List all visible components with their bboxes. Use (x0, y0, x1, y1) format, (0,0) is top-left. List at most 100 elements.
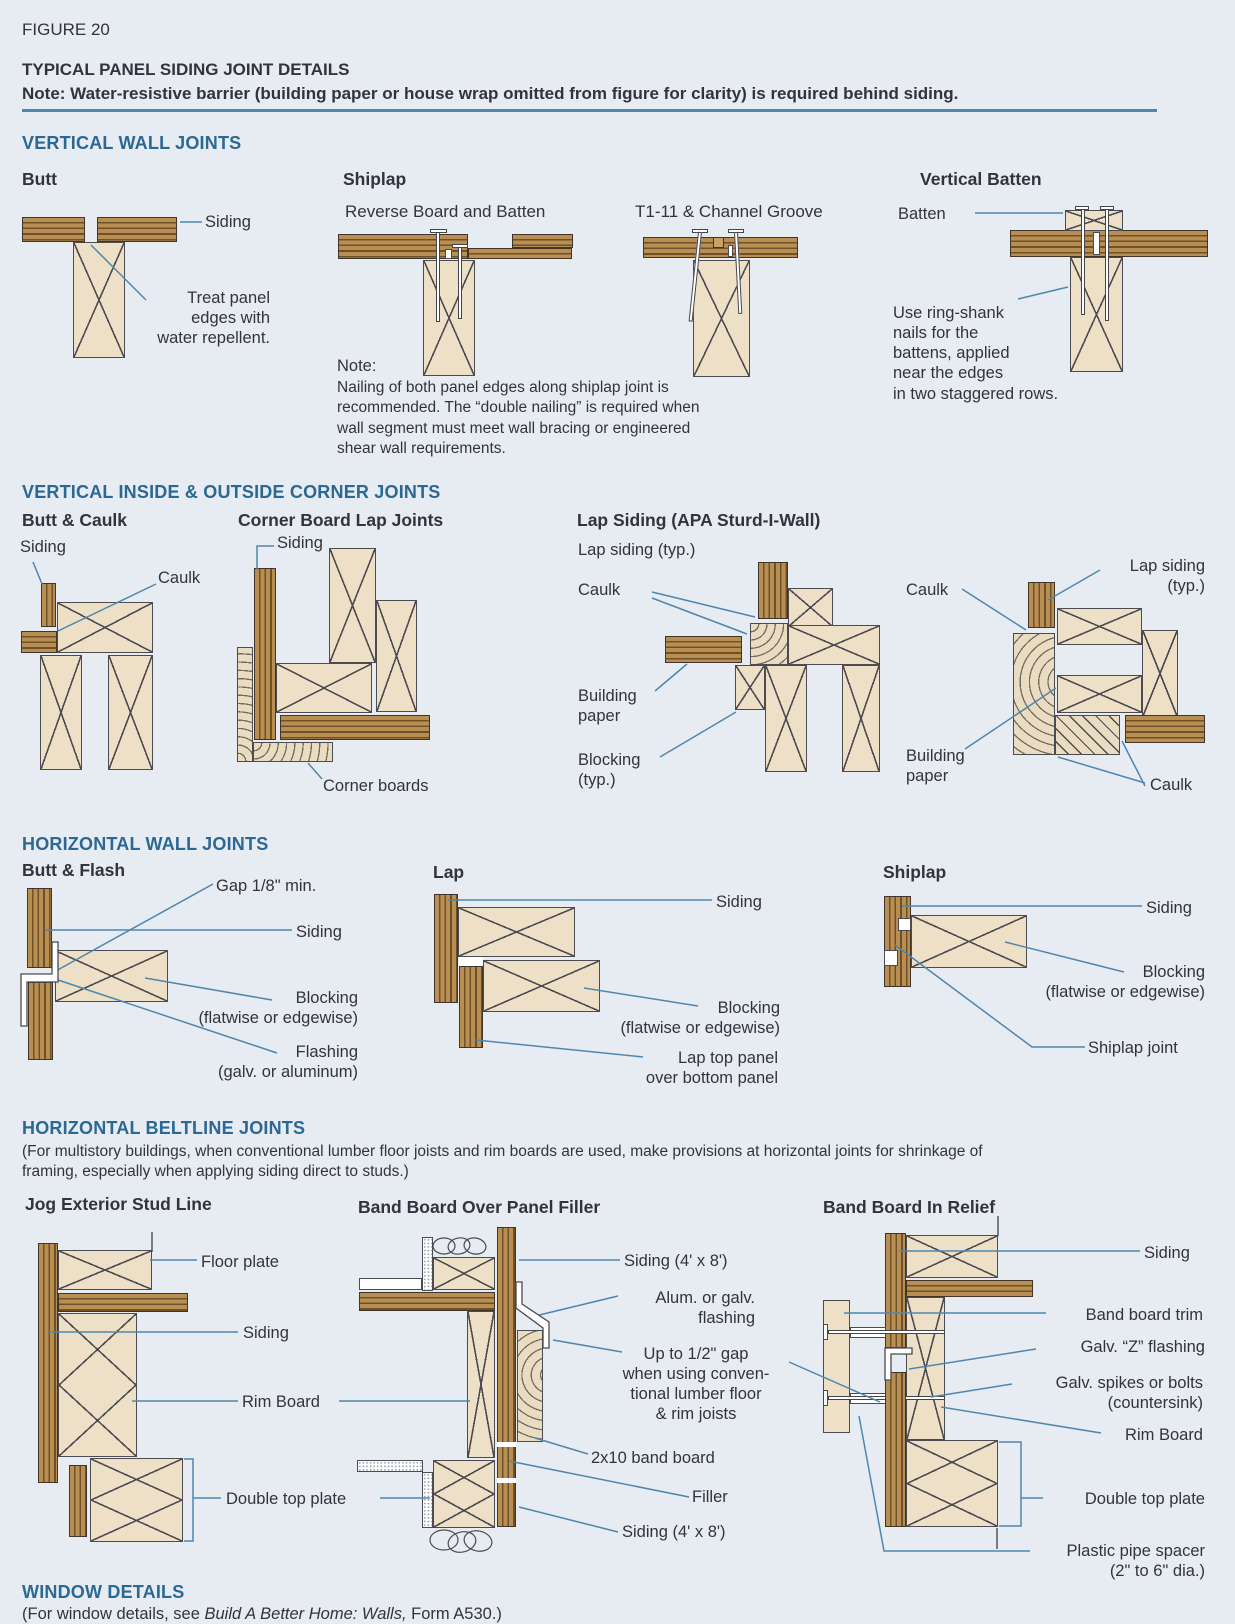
label-siding-4x8: Siding (4' x 8') (624, 1252, 728, 1270)
label-floor-plate: Floor plate (201, 1253, 279, 1271)
figure-note: Note: Water-resistive barrier (building … (22, 84, 959, 103)
label-lap-siding-typ: Lap siding (typ.) (1129, 557, 1205, 596)
rim-joist-lumber (467, 1311, 495, 1458)
siding-board (97, 217, 177, 242)
label-siding: Siding (1144, 1244, 1190, 1262)
label-building-paper: Building paper (906, 747, 965, 786)
label-gap-min: Gap 1/8" min. (216, 877, 317, 895)
label-blocking: Blocking (flatwise or edgewise) (620, 999, 780, 1038)
plate-lumber (433, 1257, 495, 1290)
section-heading-window-details: WINDOW DETAILS (22, 1582, 185, 1602)
band-relief-title: Band Board In Relief (823, 1197, 996, 1217)
sill-gasket (357, 1460, 423, 1472)
siding-board (41, 583, 56, 627)
band-over-title: Band Board Over Panel Filler (358, 1197, 601, 1217)
blocking-lumber (57, 602, 153, 653)
corner-blocking-hatched (1055, 715, 1120, 755)
blocking-lumber (483, 960, 600, 1012)
blocking-lumber (788, 625, 880, 665)
siding-panel (69, 1465, 87, 1537)
siding-panel (512, 234, 573, 248)
label-band-board-trim: Band board trim (1085, 1306, 1203, 1324)
lap-siding-board (665, 636, 742, 663)
blocking-lumber (276, 663, 372, 713)
t111-subtitle: T1-11 & Channel Groove (635, 202, 823, 221)
siding-panel (27, 888, 52, 968)
label-siding: Siding (1146, 899, 1192, 917)
vertical-batten-title: Vertical Batten (920, 169, 1042, 189)
floor-sheathing (58, 1293, 188, 1312)
label-caulk: Caulk (1150, 776, 1193, 794)
label-corner-boards: Corner boards (323, 777, 429, 795)
nail (436, 232, 440, 322)
channel-groove-notch (713, 237, 724, 248)
blocking-lumber (735, 665, 765, 710)
lap-siding-title: Lap Siding (APA Sturd-I-Wall) (577, 510, 821, 530)
stud-lumber (329, 548, 376, 663)
ring-shank-nail (1105, 209, 1109, 321)
panel-joint-gap (497, 1478, 516, 1483)
panel-joint-gap (445, 249, 452, 259)
siding-panel (884, 896, 911, 987)
label-rim-board: Rim Board (1125, 1426, 1203, 1444)
label-rim-board: Rim Board (242, 1393, 320, 1411)
label-treat-panel-edges: Treat panel edges with water repellent. (157, 289, 270, 348)
blocking-lumber (788, 588, 833, 627)
lap-siding-board (1028, 582, 1055, 628)
floor-plate-lumber (58, 1250, 152, 1290)
beltline-intro: (For multistory buildings, when conventi… (22, 1143, 983, 1181)
label-alum-flashing: Alum. or galv. flashing (655, 1289, 755, 1328)
lap-siding-board (758, 562, 788, 619)
section-heading-corner-joints: VERTICAL INSIDE & OUTSIDE CORNER JOINTS (22, 482, 441, 502)
label-double-top-plate: Double top plate (226, 1490, 347, 1508)
label-building-paper: Building paper (578, 687, 637, 726)
blocking-lumber (1057, 675, 1142, 713)
section-heading-horizontal-wall: HORIZONTAL WALL JOINTS (22, 834, 269, 854)
shiplap-title-horizontal: Shiplap (883, 862, 947, 882)
siding-board (254, 568, 276, 740)
label-z-flashing: Galv. “Z” flashing (1080, 1338, 1205, 1356)
panel-joint-gap (497, 1442, 516, 1447)
shiplap-title: Shiplap (343, 169, 407, 189)
ring-shank-nail (1081, 209, 1085, 315)
sill-seal-coil (428, 1526, 496, 1558)
siding-panel (434, 894, 458, 1003)
label-siding: Siding (20, 538, 66, 556)
shiplap-lap-strip (468, 248, 572, 259)
label-2x10-band-board: 2x10 band board (591, 1449, 715, 1467)
section-heading-vertical-wall: VERTICAL WALL JOINTS (22, 133, 242, 153)
stud-lumber (40, 655, 82, 770)
stud-lumber (1070, 257, 1123, 372)
jog-title: Jog Exterior Stud Line (25, 1194, 212, 1214)
label-siding: Siding (296, 923, 342, 941)
sill-gasket (422, 1237, 433, 1291)
stud-lumber (423, 260, 475, 376)
label-ring-shank-note: Use ring-shank nails for the battens, ap… (893, 304, 1059, 403)
label-batten: Batten (898, 205, 946, 223)
shiplap-note-body: Nailing of both panel edges along shipla… (337, 379, 700, 458)
panel-joint-gap (728, 245, 733, 257)
rim-board-lumber (58, 1313, 137, 1457)
stud-lumber (108, 655, 153, 770)
label-siding-4x8: Siding (4' x 8') (622, 1523, 726, 1541)
label-double-top-plate: Double top plate (1084, 1490, 1205, 1508)
window-note-pre: (For window details, see (22, 1605, 205, 1623)
label-siding: Siding (243, 1324, 289, 1342)
insulation-coil (431, 1234, 489, 1258)
stud-lumber (693, 260, 750, 377)
stud-lumber (376, 600, 417, 712)
butt-flash-title: Butt & Flash (22, 860, 126, 880)
label-blocking-typ: Blocking (typ.) (578, 751, 641, 790)
shiplap-note-head: Note: (337, 357, 377, 375)
rim-board-lumber (906, 1297, 945, 1440)
label-caulk: Caulk (578, 581, 621, 599)
siding-panel (1010, 230, 1208, 257)
galv-spike (828, 1330, 945, 1334)
bolt-head (823, 1324, 828, 1340)
header-rule (22, 109, 1157, 112)
blocking-lumber (458, 907, 575, 957)
panel-joint-gap (1093, 232, 1100, 255)
reverse-board-batten-subtitle: Reverse Board and Batten (345, 202, 546, 221)
label-lap-siding-typ: Lap siding (typ.) (578, 541, 696, 559)
siding-board (21, 631, 57, 653)
